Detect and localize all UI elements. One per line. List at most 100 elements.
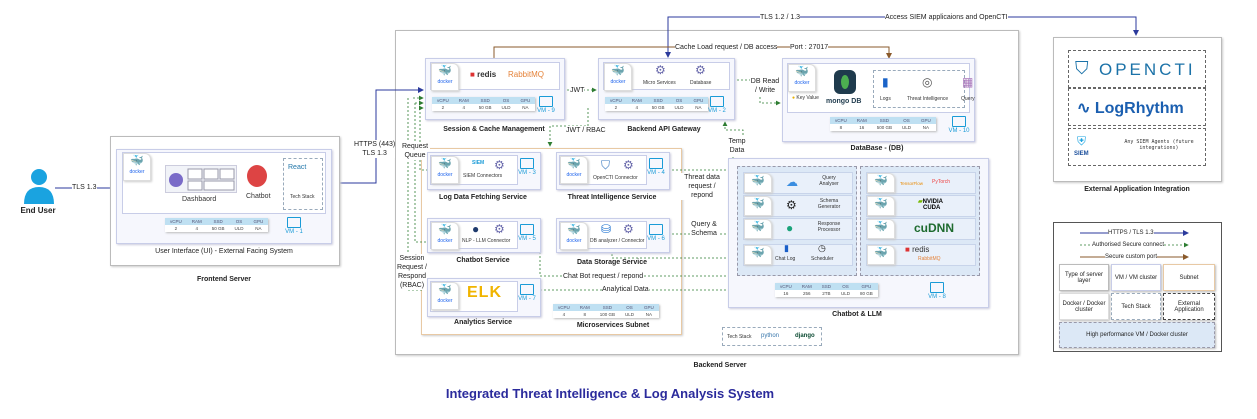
end-user-label: End User [20,206,56,215]
tech-stack-frontend: React Tech Stack [283,158,323,210]
docker-icon: 🐳 [867,196,895,216]
spec-value: 8 [583,312,587,317]
siem-icon: SIEM [472,160,485,166]
spec-value: ULD [625,312,635,317]
tool-label: NLP - LLM Connector [462,238,511,244]
docker-icon: 🐳docker [431,222,459,250]
docker-icon: 🐳docker [431,63,459,91]
scheduler-label: Scheduler [811,256,834,262]
spec-header: SSD [816,283,837,290]
backend-server-label: Backend Server [693,362,747,369]
spec-value: 2 [174,226,178,231]
edge-label-analytical: Analytical Data [602,285,649,294]
spec-value: NA [522,105,529,110]
microservices-icon: ⚙ [655,63,666,77]
edge-label-cache: Cache Load request / DB access [675,43,778,52]
docker-icon: 🐳 [744,219,772,239]
spec-value: 50 GB [211,226,225,231]
docker-icon: 🐳docker [431,282,459,310]
openai-icon: ● [786,221,794,235]
spec-header: OS [229,218,249,225]
vm-icon: VM - 7 [516,284,538,302]
legend-hp: High performance VM / Docker cluster [1059,322,1215,348]
chatbot-icon [247,165,267,187]
legend-tech: Tech Stack [1111,293,1161,320]
tech-stack-label: Tech Stack [290,194,315,200]
spec-value: 80 GB [860,291,873,296]
api-icon: ⚙ [623,222,634,236]
database-label: Database [690,80,712,86]
storage-service-label: Data Storage Service [576,259,648,266]
tool-label: OpenCTI Connector [593,175,638,181]
vm-icon: VM - 1 [283,217,305,235]
ti-label: Threat Intelligence [907,96,949,102]
db-docker [787,63,970,113]
spec-header: vCPU [553,304,575,311]
redis-logo: ■ redis [470,70,497,79]
docker-icon: 🐳docker [123,153,151,181]
key-value-label: ● Key Value [792,95,819,101]
tensorflow-logo: TensorFlow [900,181,924,186]
spec-value: ULD [674,105,684,110]
opencti-logo: OPENCTI [1099,60,1196,79]
spec-header: OS [620,304,640,311]
spec-value: ULD [841,291,851,296]
opencti-icon: ⛉ [601,158,611,172]
docker-icon: 🐳 [867,219,895,239]
spec-value: 4 [462,105,466,110]
dashboard-icon [165,165,237,193]
database-icon: ⚙ [695,63,706,77]
log-service-label: Log Data Fetching Service [439,194,527,201]
spec-header: vCPU [775,283,797,290]
docker-icon: 🐳docker [431,156,459,184]
docker-icon: 🐳 [867,245,895,265]
spec-value: 4 [562,312,566,317]
vm-icon: VM - 9 [535,96,557,114]
external-apps [1053,37,1222,182]
llm-label: Chatbot & LLM [832,311,882,318]
logs-icon: ▮ [882,75,889,89]
edge-label-port: Port : 27017 [790,43,829,52]
edge-label-access: Access SIEM applicaions and OpenCTI [885,13,1008,22]
spec-value: 256 [803,291,811,296]
siem-agents-label: Any SIEM Agents (future integrations) [1124,139,1194,151]
spec-header: RAM [626,97,647,104]
spec-header: RAM [453,97,474,104]
spec-header: SSD [473,97,497,104]
db-label: DataBase - (DB) [850,145,904,152]
subnet-label: Microservices Subnet [576,322,650,329]
db-analyzer-icon: ⛁ [601,222,612,236]
chatbot-service-label: Chatbot Service [456,257,510,264]
edge-label-session: Session Request / Respond (RBAC) [396,254,428,290]
logrhythm-app: ∿ LogRhythm [1068,88,1206,126]
vm-icon: VM - 3 [516,158,538,176]
clock-icon: ◷ [818,243,826,253]
edge-frontend-backend [375,87,424,180]
legend [1053,222,1222,352]
spec-value: NA [922,125,930,130]
spec-value: ULD [501,105,511,110]
vm-icon: VM - 5 [516,224,538,242]
dashboard-label: Dashbaord [182,196,217,203]
redis-logo: ■ redis [905,245,930,254]
spec-header: vCPU [165,218,187,225]
service-label: Query Analyser [819,175,839,187]
docker-icon: 🐳docker [560,156,588,184]
spec-value: 4 [195,226,199,231]
spec-value: 50 GB [651,105,665,110]
gear-icon: ⚙ [786,198,797,212]
diagram-title: Integrated Threat Intelligence & Log Ana… [445,386,775,401]
cloud-icon: ☁ [786,175,798,189]
edge-label-db-rw: DB Read / Write [750,77,780,95]
threat-intelligence-icon: ◎ [922,75,933,89]
docker-icon: 🐳 [744,196,772,216]
spec-value: NA [255,226,262,231]
spec-value: 2 [614,105,618,110]
legend-server: Type of server layer [1059,264,1109,291]
edge-label-tls: TLS 1.3 [72,183,97,192]
